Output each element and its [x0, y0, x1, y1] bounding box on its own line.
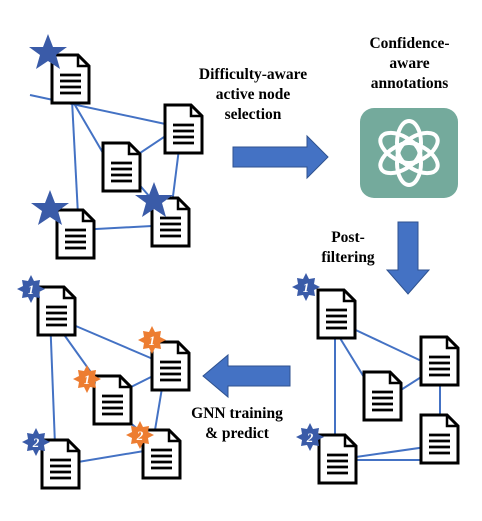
selection-stars — [29, 34, 173, 225]
badge-number: 2 — [32, 435, 40, 450]
document-icon — [40, 438, 81, 490]
label-annotations: Confidence- aware annotations — [342, 34, 477, 94]
document-icon — [150, 340, 191, 392]
badge-number: 1 — [84, 372, 91, 387]
arrow-left-icon — [202, 353, 291, 399]
panel-selection-graph — [29, 34, 204, 260]
label-line: Confidence- — [369, 35, 450, 52]
badge-number: 2 — [306, 430, 314, 445]
label-gnn-training: GNN training & predict — [182, 404, 292, 444]
label-line: filtering — [321, 249, 375, 266]
openai-logo-icon — [378, 119, 440, 187]
label-post-filtering: Post- filtering — [298, 228, 398, 268]
panel-gnn-graph: 1 1 1 2 2 — [17, 275, 191, 490]
star-icon — [31, 190, 69, 225]
badge-number: 1 — [303, 280, 310, 295]
starburst-badge-icon: 2 — [126, 421, 154, 449]
starburst-badge-icon: 2 — [22, 428, 50, 456]
document-icon — [55, 208, 96, 260]
document-icon — [419, 335, 460, 387]
arrow-right-icon — [232, 134, 329, 180]
label-line: active node — [215, 86, 291, 103]
starburst-badge-icon: 1 — [138, 326, 166, 354]
llm-tile — [360, 108, 458, 198]
panel-filtered-graph: 1 2 — [292, 273, 460, 485]
document-icon — [317, 433, 358, 485]
star-icon — [135, 182, 173, 217]
star-icon — [29, 34, 67, 69]
document-icon — [92, 374, 133, 426]
arrow-down-icon — [385, 221, 431, 295]
label-node-selection: Difficulty-aware active node selection — [188, 65, 318, 125]
badge-number: 1 — [28, 282, 35, 297]
document-icon — [419, 413, 460, 465]
document-icon — [316, 288, 357, 340]
label-line: Post- — [331, 229, 365, 246]
document-icon — [36, 285, 77, 337]
label-line: aware — [389, 55, 430, 72]
starburst-badge-icon: 2 — [296, 423, 324, 451]
label-line: Difficulty-aware — [198, 66, 308, 83]
label-line: annotations — [370, 75, 449, 92]
badge-number: 2 — [136, 428, 144, 443]
label-line: & predict — [205, 425, 269, 442]
label-line: GNN training — [191, 405, 283, 422]
starburst-badge-icon: 1 — [73, 365, 101, 393]
starburst-badge-icon: 1 — [292, 273, 320, 301]
badge-number: 1 — [149, 333, 156, 348]
document-icon — [101, 141, 142, 193]
document-icon — [362, 370, 403, 422]
starburst-badge-icon: 1 — [17, 275, 45, 303]
label-line: selection — [224, 106, 282, 123]
